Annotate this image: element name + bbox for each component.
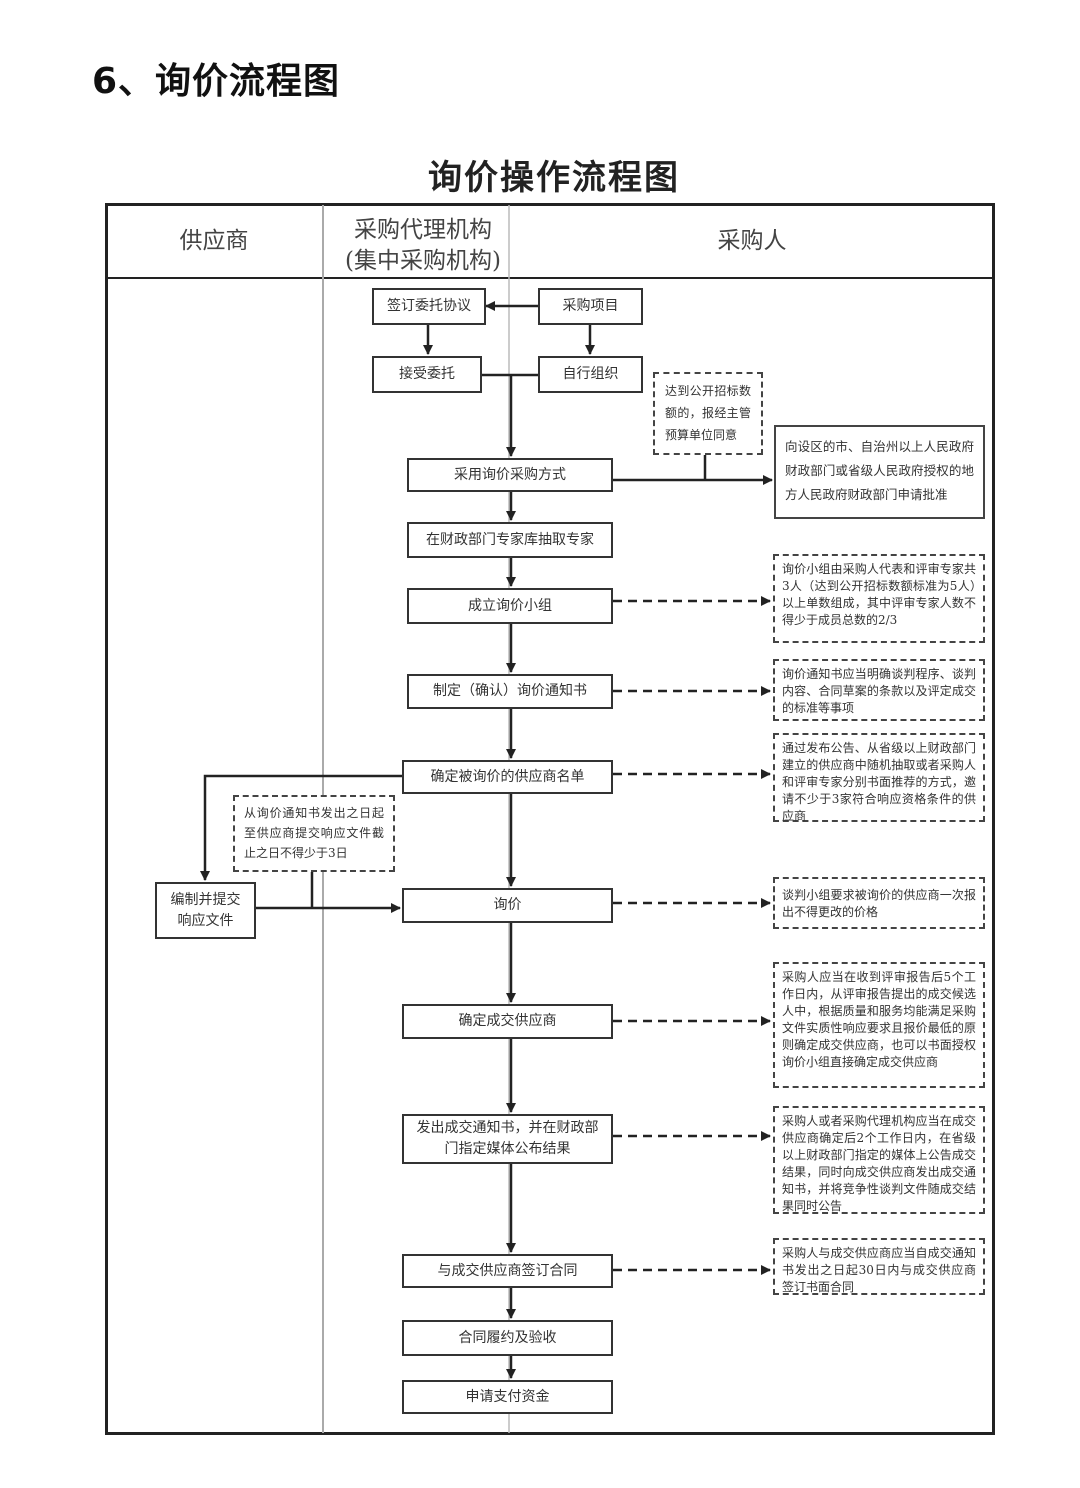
box-adopt-method-text: 采用询价采购方式 (454, 466, 566, 483)
box-inquiry-text: 询价 (493, 897, 522, 913)
box-prepare-docs-text-1: 编制并提交 (170, 891, 241, 908)
box-sign-agreement: 签订委托协议 (372, 288, 486, 325)
box-self-organize: 自行组织 (538, 356, 643, 393)
box-form-group-text: 成立询价小组 (468, 597, 552, 614)
note-days-rule: 从询价通知书发出之日起至供应商提交响应文件截止之日不得少于3日 (233, 795, 395, 872)
lane-agency-label-2: (集中采购机构) (345, 248, 501, 274)
box-sign-contract: 与成交供应商签订合同 (402, 1254, 613, 1288)
box-adopt-method: 采用询价采购方式 (407, 458, 613, 492)
box-sign-contract-text: 与成交供应商签订合同 (437, 1262, 578, 1279)
lane-agency: 采购代理机构 (集中采购机构) (323, 215, 523, 277)
box-project-text: 采购项目 (562, 298, 619, 314)
lane-purchaser-label: 采购人 (717, 228, 787, 254)
box-supplier-list-text: 确定被询价的供应商名单 (430, 768, 585, 785)
note-publish-rule: 采购人或者采购代理机构应当在成交供应商确定后2个工作日内，在省级以上财政部门指定… (773, 1106, 985, 1214)
box-prepare-docs-text-2: 响应文件 (177, 912, 234, 929)
box-make-notice-text: 制定（确认）询价通知书 (433, 683, 587, 699)
box-supplier-list: 确定被询价的供应商名单 (402, 760, 613, 794)
note-quote-rule: 谈判小组要求被询价的供应商一次报出不得更改的价格 (773, 877, 985, 929)
box-winner: 确定成交供应商 (402, 1004, 613, 1039)
lane-agency-label-1: 采购代理机构 (354, 217, 492, 243)
box-winner-text: 确定成交供应商 (458, 1013, 557, 1029)
box-payment: 申请支付资金 (402, 1380, 613, 1414)
box-sign-agreement-text: 签订委托协议 (387, 298, 471, 314)
note-contract-rule: 采购人与成交供应商应当自成交通知书发出之日起30日内与成交供应商签订书面合同 (773, 1238, 985, 1295)
lane-supplier-label: 供应商 (179, 228, 249, 254)
box-payment-text: 申请支付资金 (465, 1388, 550, 1405)
box-accept-text: 接受委托 (399, 366, 455, 382)
note-group-rule: 询价小组由采购人代表和评审专家共3人（达到公开招标数额标准为5人）以上单数组成，… (773, 554, 985, 643)
lane-supplier: 供应商 (105, 226, 323, 257)
diagram-title: 询价操作流程图 (428, 158, 680, 198)
note-notice-rule: 询价通知书应当明确谈判程序、谈判内容、合同草案的条款以及评定成交的标准等事项 (773, 659, 985, 721)
box-perform: 合同履约及验收 (402, 1320, 613, 1356)
box-project: 采购项目 (538, 288, 643, 325)
page-heading: 6、询价流程图 (92, 61, 341, 102)
box-issue-notice: 发出成交通知书，并在财政部 门指定媒体公布结果 (402, 1114, 613, 1164)
box-draw-experts: 在财政部门专家库抽取专家 (407, 522, 613, 558)
note-winner-rule: 采购人应当在收到评审报告后5个工作日内，从评审报告提出的成交候选人中，根据质量和… (773, 962, 985, 1088)
box-make-notice: 制定（确认）询价通知书 (407, 674, 613, 709)
box-draw-experts-text: 在财政部门专家库抽取专家 (426, 531, 594, 548)
box-self-organize-text: 自行组织 (562, 366, 619, 382)
box-form-group: 成立询价小组 (407, 588, 613, 624)
note-approval: 向设区的市、自治州以上人民政府财政部门或省级人民政府授权的地方人民政府财政部门申… (774, 425, 985, 519)
note-threshold: 达到公开招标数额的，报经主管预算单位同意 (653, 372, 763, 455)
box-issue-notice-text-1: 发出成交通知书，并在财政部 (416, 1120, 599, 1136)
box-perform-text: 合同履约及验收 (458, 1329, 557, 1346)
box-issue-notice-text-2: 门指定媒体公布结果 (444, 1141, 571, 1157)
lane-purchaser: 采购人 (509, 226, 995, 257)
box-prepare-docs: 编制并提交 响应文件 (155, 882, 256, 939)
diagram-frame (105, 203, 995, 1435)
box-inquiry: 询价 (402, 888, 613, 923)
note-list-rule: 通过发布公告、从省级以上财政部门建立的供应商中随机抽取或者采购人和评审专家分别书… (773, 733, 985, 823)
box-accept: 接受委托 (372, 356, 482, 393)
